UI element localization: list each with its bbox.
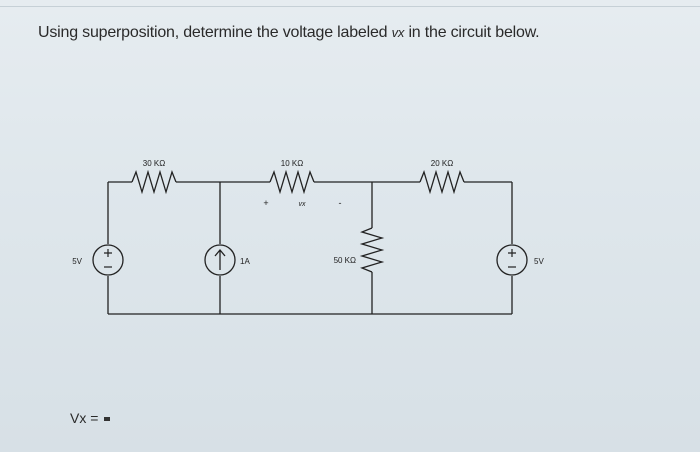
resistor-30k-label: 30 KΩ: [143, 159, 165, 168]
resistor-20k-label: 20 KΩ: [431, 159, 453, 168]
source-1a-label: 1A: [240, 257, 250, 266]
question-text-before: Using superposition, determine the volta…: [38, 24, 392, 41]
question-text: Using superposition, determine the volta…: [38, 24, 540, 42]
vx-plus-mark: +: [263, 198, 268, 208]
source-5v-right-label: 5V: [534, 257, 544, 266]
resistor-30k-zigzag: [131, 169, 177, 195]
resistor-10k-label: 10 KΩ: [281, 159, 303, 168]
resistor-50k-label: 50 KΩ: [334, 256, 356, 265]
answer-input-marker[interactable]: [104, 417, 111, 422]
source-5v-right-symbol: [496, 244, 528, 276]
source-5v-left-symbol: [92, 244, 124, 276]
resistor-20k-zigzag: [419, 169, 465, 195]
answer-line: Vx =: [70, 410, 111, 426]
source-5v-left-label: 5V: [72, 257, 82, 266]
answer-label: Vx =: [70, 410, 99, 426]
question-variable: vx: [391, 25, 405, 40]
source-1a-symbol: [204, 244, 236, 276]
resistor-50k-zigzag: [359, 227, 385, 273]
top-divider: [0, 6, 700, 7]
vx-label: vx: [299, 201, 307, 208]
question-text-after: in the circuit below.: [404, 24, 540, 41]
vx-minus-mark: -: [339, 198, 342, 208]
current-arrow: [214, 248, 226, 270]
resistor-10k-zigzag: [269, 169, 315, 195]
source-5v-left-plus: [104, 249, 112, 257]
source-5v-right-plus: [508, 249, 516, 257]
